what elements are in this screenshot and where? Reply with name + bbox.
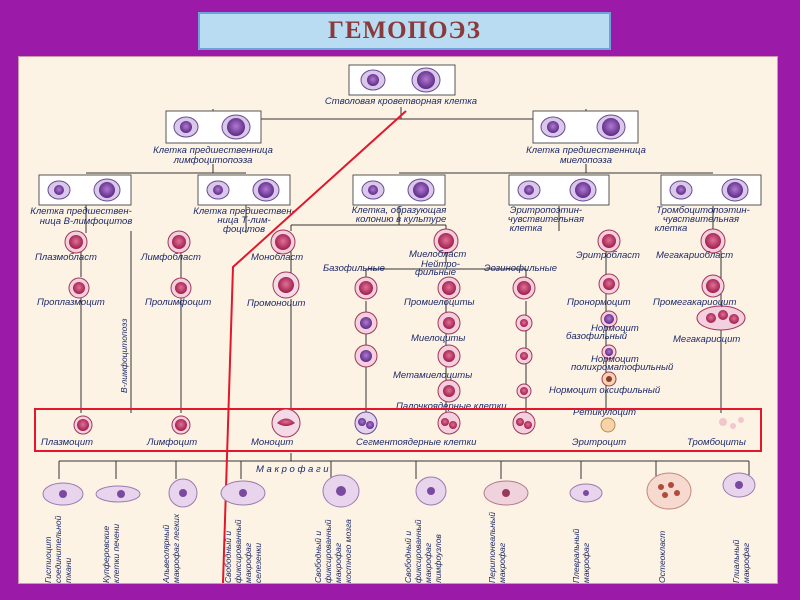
megakaryocyte-label: Мегакариоцит [673, 334, 740, 345]
metamyelocytes-label: Метамиелоциты [393, 370, 472, 381]
myeloblast-label: Миелобласт [409, 249, 466, 260]
myelopoiesis-progenitor-label-2: миелопоэза [560, 155, 612, 166]
plasmocyte-label: Плазмоцит [41, 437, 93, 448]
macrophage-label-9: Остеокласт [657, 531, 667, 583]
reticulocyte-label: Ретикулоцит [573, 407, 636, 418]
t-lymph-precursor-label-2: ница Т-лим- [217, 215, 270, 226]
mature-cells [73, 408, 744, 438]
b-lymphopoiesis-label: В-лимфоцитопоэз [119, 319, 129, 393]
neutrophilic-line-label-2: фильные [415, 267, 456, 278]
lymphocyte-label: Лимфоцит [146, 437, 197, 448]
band-cells-label: Палочкоядерные клетки [396, 401, 507, 412]
monoblast-label: Монобласт [251, 252, 303, 263]
connector-lines [58, 107, 750, 479]
macrophage-label-7: Перитонеальный макрофаг [487, 510, 507, 583]
erythro-precursor-label-2: чувствительная [508, 214, 584, 225]
stem-cell-label: Стволовая кроветворная клетка [325, 96, 477, 107]
b-lymph-precursor-label-1: Клетка предшествен- [30, 206, 132, 217]
intermediate-cells [68, 271, 746, 403]
thrombo-precursor-label-1: Тромбоцитопоэтин- [656, 205, 750, 216]
page-title: ГЕМОПОЭЗ [328, 17, 481, 44]
lymphoblast-label: Лимфобласт [140, 252, 201, 263]
thrombo-precursor-label-2: чувствительная [663, 214, 739, 225]
t-lymph-precursor-node: Клетка предшествен- ница Т-лим- фоцитов [193, 174, 295, 235]
macrophage-label-8: Плевральный макрофаг [571, 526, 591, 583]
erythro-precursor-label-1: Эритропоэтин- [510, 205, 582, 216]
normocyte-basophilic-label-2: базофильный [566, 331, 628, 342]
neutrophilic-line-label-1: Нейтро- [421, 259, 460, 270]
erythro-precursor-label-3: клетка [510, 223, 543, 234]
pronormocyte-label: Пронормоцит [567, 297, 631, 308]
cfu-precursor-label-1: Клетка, образующая [352, 205, 447, 216]
blast-cells [64, 228, 726, 255]
macrophages-header: М а к р о ф а г и [256, 464, 329, 475]
myelocytes-label: Миелоциты [411, 333, 465, 344]
platelets-label: Тромбоциты [687, 437, 746, 448]
proplasmocyte-label: Проплазмоцит [37, 297, 105, 308]
normocyte-basophilic-label-1: Нормоцит [591, 323, 639, 334]
diagram-panel: Стволовая кроветворная клетка Клетка пре… [18, 56, 778, 584]
plasmoblast-label: Плазмобласт [35, 252, 97, 263]
cfu-precursor-node: Клетка, образующая колонию в культуре [352, 174, 447, 225]
macrophage-label-10: Глиальный макрофаг [731, 537, 751, 583]
lymphopoiesis-progenitor-node: Клетка предшественница лимфоцитопоэза [153, 110, 273, 166]
stem-cell-node: Стволовая кроветворная клетка [325, 64, 477, 107]
normocyte-oxyphilic-label: Нормоцит оксифильный [549, 385, 661, 396]
segmented-cells-label: Сегментоядерные клетки [356, 437, 477, 448]
normocyte-polychromatophilic-label-2: полихроматофильный [571, 362, 674, 373]
basophilic-line-label: Базофильные [323, 263, 385, 274]
myelopoiesis-progenitor-node: Клетка предшественница миелопоэза [526, 110, 646, 166]
lymphopoiesis-progenitor-label-1: Клетка предшественница [153, 145, 273, 156]
macrophage-label-3: Альвеолярный макрофаг легких [161, 513, 181, 583]
prolymphocyte-label: Пролимфоцит [145, 297, 211, 308]
myelopoiesis-progenitor-label-1: Клетка предшественница [526, 145, 646, 156]
thrombo-precursor-node: Тромбоцитопоэтин- чувствительная клетка [655, 174, 762, 234]
hematopoiesis-diagram: Стволовая кроветворная клетка Клетка пре… [30, 64, 762, 584]
macrophage-label-2: Купферовские клетки печени [101, 523, 121, 583]
normocyte-polychromatophilic-label-1: Нормоцит [591, 354, 639, 365]
lymphopoiesis-progenitor-label-2: лимфоцитопоэза [173, 155, 253, 166]
eosinophilic-line-label: Эозинофильные [484, 263, 557, 274]
macrophage-label-5: Свободный и фиксированный макрофаг костн… [313, 517, 353, 583]
thrombo-precursor-label-3: клетка [655, 223, 688, 234]
macrophage-label-1: Гистиоцит соединительной ткани [43, 513, 73, 583]
promonocyte-label: Промоноцит [247, 298, 305, 309]
monocyte-label: Моноцит [251, 437, 293, 448]
megakaryoblast-label: Мегакариобласт [656, 250, 733, 261]
macrophage-label-4: Свободный и фиксированный макрофаг селез… [223, 517, 263, 583]
t-lymphocyte-path-line [222, 110, 407, 584]
promyelocytes-label: Промиелоциты [404, 297, 474, 308]
t-lymph-precursor-label-3: фоцитов [223, 224, 265, 235]
macrophage-cells [42, 472, 756, 510]
mature-cells-highlight [34, 408, 762, 452]
erythrocyte-label: Эритроцит [572, 437, 626, 448]
title-box: ГЕМОПОЭЗ [198, 12, 611, 50]
macrophage-label-6: Свободный и фиксированный макрофаг лимфо… [403, 517, 443, 583]
t-lymph-precursor-label-1: Клетка предшествен- [193, 206, 295, 217]
cfu-precursor-label-2: колонию в культуре [356, 214, 447, 225]
b-lymph-precursor-node: Клетка предшествен- ница В-лимфоцитов [30, 174, 133, 227]
promegakaryocyte-label: Промегакариоцит [653, 297, 736, 308]
erythro-precursor-node: Эритропоэтин- чувствительная клетка [508, 174, 610, 234]
b-lymph-precursor-label-2: ница В-лимфоцитов [40, 216, 133, 227]
erythroblast-label: Эритробласт [576, 250, 640, 261]
macrophage-labels: Гистиоцит соединительной ткани Купферовс… [43, 510, 751, 584]
